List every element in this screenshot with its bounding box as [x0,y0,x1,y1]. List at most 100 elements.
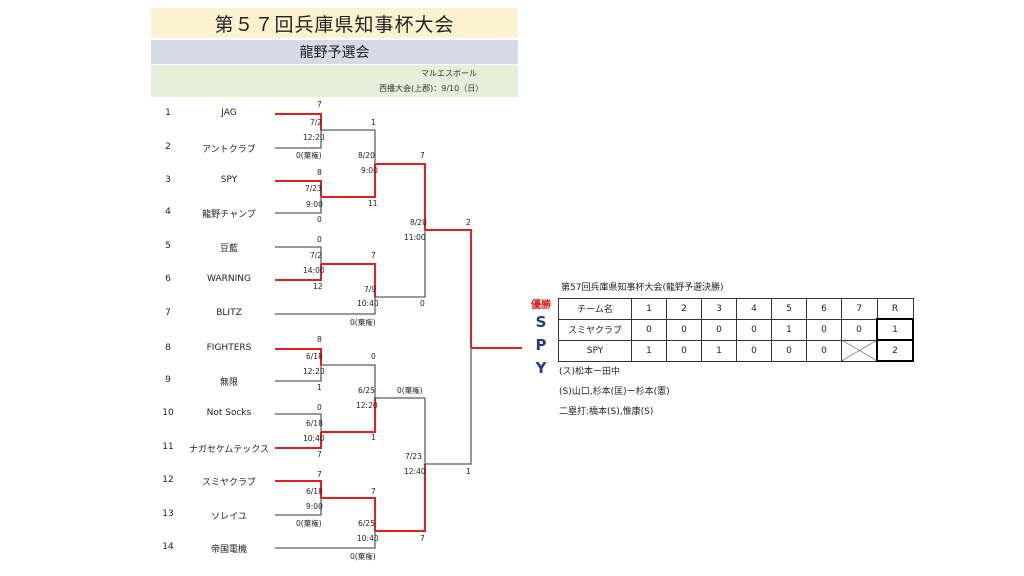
champion-block: 優勝 S P Y [527,296,555,380]
extra-base-hits-note: 二塁打:橋本(S),惟康(S) [559,407,654,417]
seed-number: 9 [165,375,171,385]
match-annotation: 8 [317,335,322,344]
final-result-title: 第57回兵庫県知事杯大会(龍野予選決勝) [561,283,724,293]
inning-cell: 1 [701,339,737,362]
match-annotation: 14:00 [303,266,325,275]
match-annotation: 9:00 [306,200,323,209]
seed-number: 7 [165,308,171,318]
match-annotation: 6/25 [358,386,375,395]
sponsor-label: マルエスボール [421,69,477,78]
inning-cell: 0 [806,318,842,341]
match-annotation: 11:00 [404,233,426,242]
inning-cell: 0 [666,318,702,341]
inning-cell: 1 [631,339,667,362]
match-semi-top [375,163,426,298]
match-annotation: 1 [317,383,322,392]
header-cell: 5 [771,298,807,320]
match-annotation: 1 [371,433,376,442]
score-header-row: チーム名 1 2 3 4 5 6 7 R [558,298,914,320]
inning-cell: 0 [701,318,737,341]
match-12-13 [275,480,322,516]
match-annotation: 0(棄権) [397,386,423,395]
header-cell: 7 [841,298,878,320]
match-annotation: 11 [368,199,378,208]
match-1-2 [275,113,322,149]
match-annotation: 9:00 [306,502,323,511]
match-annotation: 0 [371,352,376,361]
match-annotation: 12:20 [303,133,325,142]
match-annotation: 7 [420,534,425,543]
batteries-note: (ス)松本ー田中 [559,367,621,377]
team-name: ソレイユ [211,512,247,522]
team-name: 無限 [219,378,238,388]
unplayed-inning-cell [841,339,878,362]
match-annotation: 0 [317,403,322,412]
inning-cell: 0 [841,318,878,341]
match-annotation: 12:20 [356,401,378,410]
match-annotation: 7/23 [305,184,322,193]
header-cell: チーム名 [558,298,632,320]
team-name: スミヤクラブ [201,478,256,488]
seed-number: 6 [165,274,171,284]
match-annotation: 7/2 [310,118,323,127]
match-final [425,229,522,465]
champion-char: Y [535,359,547,377]
team-name: アントクラブ [202,145,256,155]
match-r2-a [321,129,376,198]
match-annotation: 7 [317,450,322,459]
header-cell: 4 [736,298,772,320]
champion-label: 優勝 [531,300,551,311]
match-semi-bottom [375,397,426,532]
seed-number: 11 [162,442,174,452]
match-annotation: 7/2 [310,251,323,260]
team-name: BLITZ [216,308,242,318]
header-cell: 2 [666,298,702,320]
match-annotation: 7 [317,470,322,479]
team-name: SPY [220,175,238,185]
match-annotation: 9:00 [361,166,378,175]
match-annotation: 6/18 [306,352,323,361]
runs-total-cell: 2 [876,339,914,362]
team-name: JAG [221,108,237,118]
match-annotation: 7/23 [405,452,422,461]
team-name: ナガセケムテックス [188,445,270,455]
match-annotation: 12 [313,282,323,291]
inning-cell: 0 [771,339,807,362]
match-annotation: 2 [466,218,471,227]
match-annotation: 12:40 [404,467,426,476]
match-annotation: 8/20 [410,218,427,227]
seed-number: 12 [162,475,174,485]
score-row: SPY 1 0 1 0 0 0 2 [558,339,914,362]
match-annotation: 12:20 [303,367,325,376]
seed-number: 4 [165,207,171,217]
inning-cell: 0 [806,339,842,362]
header-cell: R [876,298,914,320]
runs-total-cell: 1 [876,318,914,341]
match-annotation: 8/20 [358,151,375,160]
match-annotation: 7 [317,100,322,109]
score-table: チーム名 1 2 3 4 5 6 7 R スミヤクラブ 0 0 0 0 1 0 … [558,298,914,362]
header-cell: 3 [701,298,737,320]
team-name: 豆藍 [219,244,238,254]
team-name: FIGHTERS [206,343,252,353]
team-name: Not Socks [206,408,252,418]
match-annotation: 10:40 [357,299,379,308]
match-annotation: 6/18 [306,419,323,428]
seed-number: 10 [162,408,174,418]
seed-number: 14 [162,542,174,552]
match-annotation: 7 [420,151,425,160]
match-annotation: 6/18 [306,487,323,496]
match-r2-d [275,497,376,549]
header-cell: 6 [806,298,842,320]
match-8-9 [275,348,322,382]
seed-number: 5 [165,241,171,251]
page-title: 第５７回兵庫県知事杯大会 [151,8,518,38]
inning-cell: 0 [736,318,772,341]
match-10-11 [275,413,322,449]
match-annotation: 7 [371,487,376,496]
seed-number: 2 [165,142,171,152]
match-annotation: 0 [317,235,322,244]
header-cell: 1 [631,298,667,320]
match-5-6 [275,246,322,281]
match-annotation: 10:40 [357,534,379,543]
